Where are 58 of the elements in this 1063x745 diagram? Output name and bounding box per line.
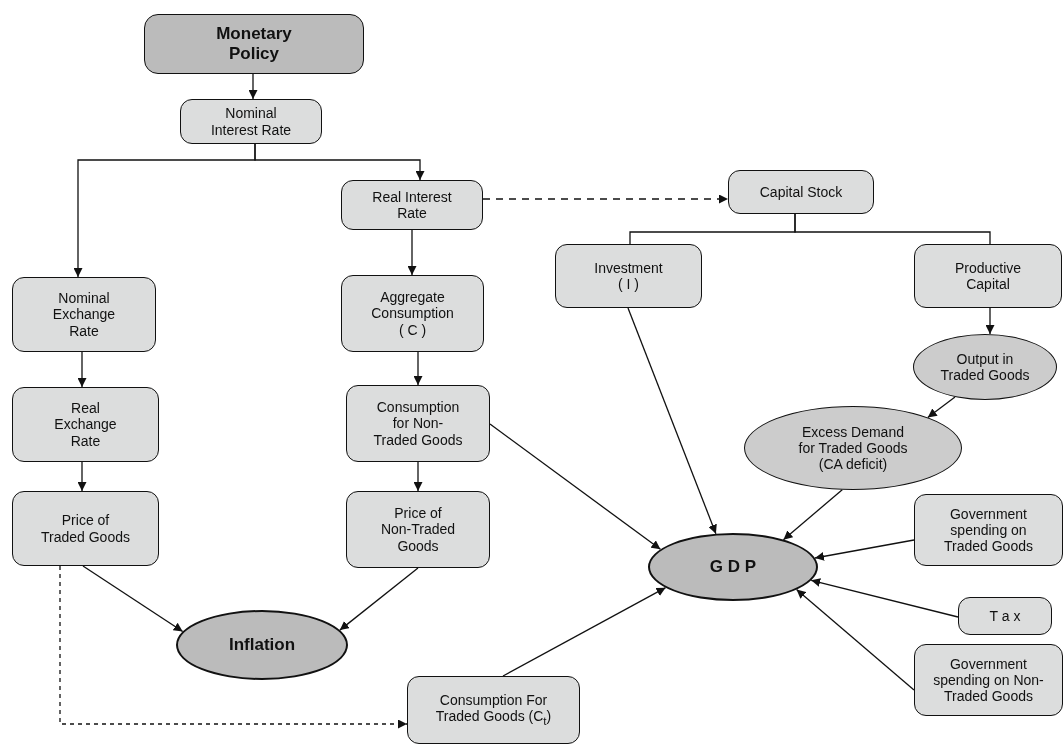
node-label: Price of Traded Goods [40, 512, 131, 545]
process-box [914, 644, 1063, 716]
node-label: Real Interest Rate [371, 188, 453, 222]
node-label: Investment ( I ) [593, 259, 664, 293]
node-label: Price of Non-Traded Goods [380, 505, 456, 554]
node-label: Government spending on Non-Traded Goods [932, 655, 1045, 705]
arrow [810, 578, 959, 618]
arrow [248, 73, 258, 100]
process-box [341, 275, 484, 352]
arrow [82, 565, 184, 633]
node-label: Government spending on Traded Goods [943, 505, 1034, 555]
arrow [413, 351, 423, 386]
process-box [346, 385, 490, 462]
process-box [914, 494, 1063, 566]
node-label: Aggregate Consumption ( C ) [370, 289, 455, 338]
node-label: Nominal Exchange Rate [51, 290, 117, 339]
node-label: Consumption For Traded Goods (C$_{t}$) [434, 692, 553, 728]
process-box [958, 597, 1052, 635]
arrow [795, 588, 915, 691]
arrow [482, 194, 729, 204]
arrow [407, 229, 417, 276]
process-box [144, 14, 364, 74]
connector-line [794, 213, 991, 245]
arrow [489, 423, 662, 550]
arrow [77, 461, 87, 492]
node-label: Capital Stock [759, 183, 843, 201]
arrow [339, 567, 419, 631]
process-box [12, 387, 159, 462]
node-label: Inflation [228, 635, 296, 655]
node-label: Nominal Interest Rate [209, 105, 293, 138]
process-box [728, 170, 874, 214]
arrow [627, 307, 717, 535]
process-box [914, 244, 1062, 308]
node-label: Consumption for Non-Traded Goods [372, 399, 464, 448]
arrow [782, 489, 843, 541]
node-label: Monetary Policy [215, 24, 293, 64]
node-label: Excess Demand for Traded Goods (CA deficit) [797, 423, 909, 473]
node-label: T a x [989, 607, 1021, 625]
arrow [927, 396, 956, 419]
process-box [346, 491, 490, 568]
arrow [985, 307, 995, 335]
process-box [180, 99, 322, 144]
process-box [555, 244, 702, 308]
node-label: Output in Traded Goods [939, 350, 1031, 384]
arrow [502, 587, 667, 677]
arrow [814, 539, 915, 561]
arrow [77, 351, 87, 388]
process-box [407, 676, 580, 744]
arrow [254, 143, 425, 181]
node-label: Productive Capital [953, 259, 1023, 293]
arrow [413, 461, 423, 492]
process-box [341, 180, 483, 230]
node-label: Real Exchange Rate [53, 400, 118, 449]
process-box [12, 491, 159, 566]
process-box [12, 277, 156, 352]
arrow [59, 565, 408, 729]
node-label: G D P [709, 557, 757, 577]
ellipse-node [648, 533, 818, 601]
